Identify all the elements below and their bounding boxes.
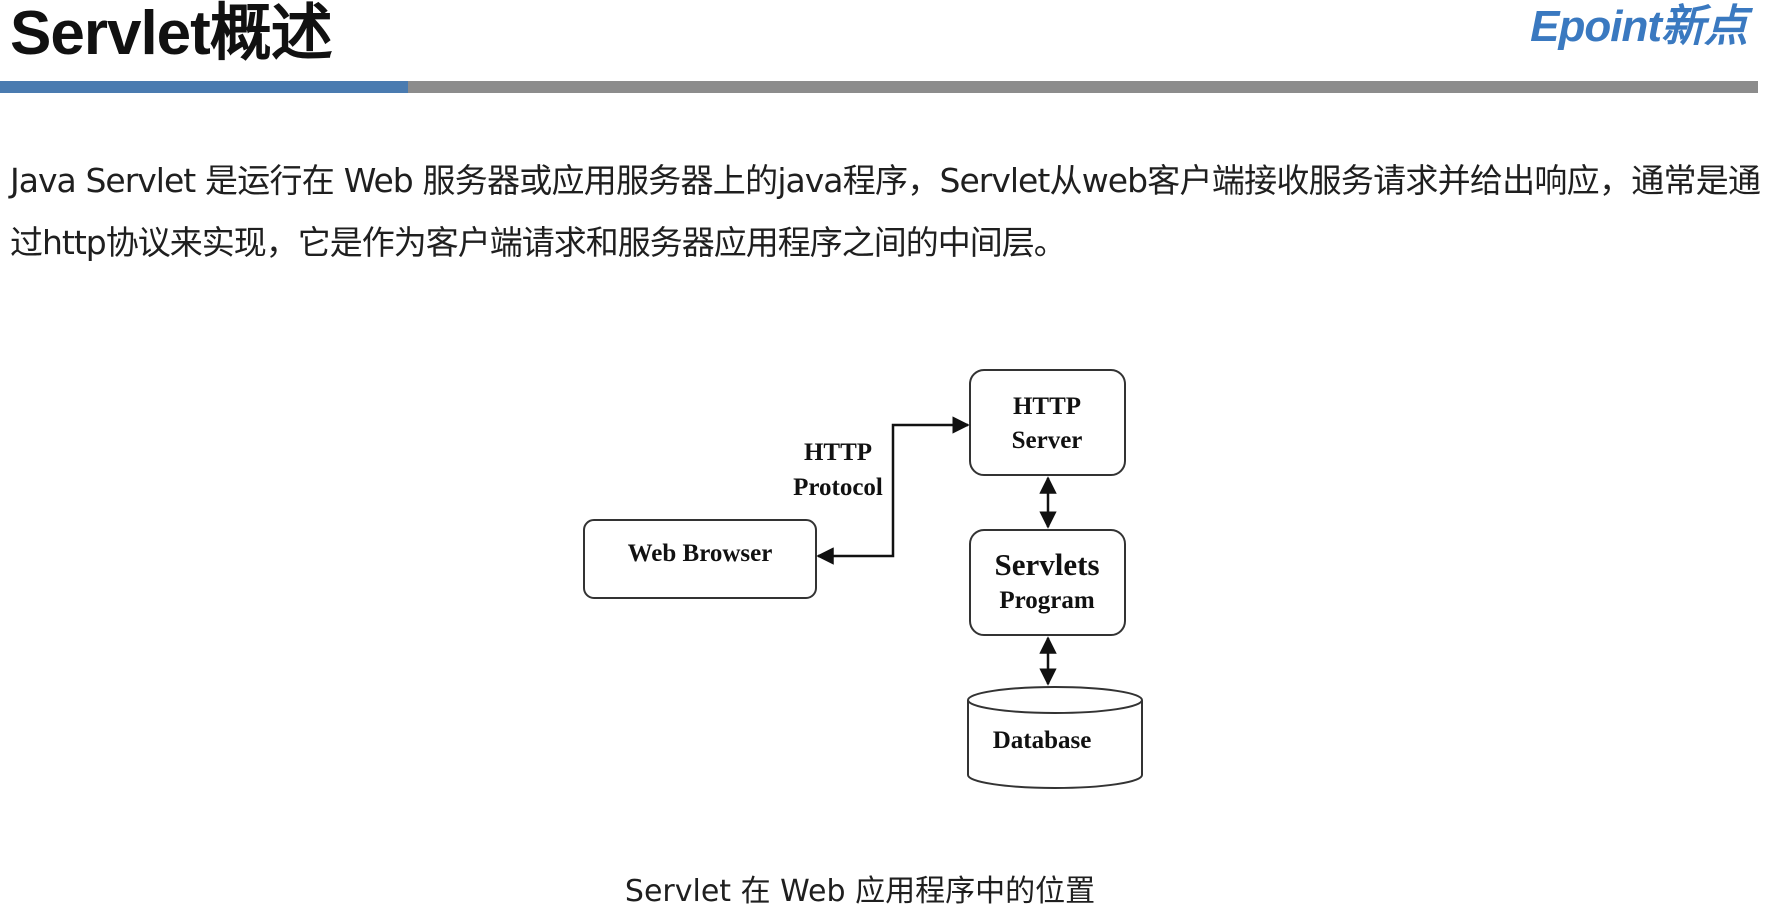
database-cylinder-body (967, 700, 1143, 789)
header-rule-accent (0, 81, 408, 93)
http-server-node: HTTP Server (969, 369, 1126, 476)
database-label: Database (993, 727, 1092, 754)
web-browser-node: Web Browser (583, 519, 817, 599)
epoint-logo: Epoint新点 (1530, 2, 1748, 51)
servlets-label-line1: Servlets (994, 547, 1099, 582)
database-cylinder-top (967, 686, 1143, 714)
servlets-program-node: Servlets Program (969, 529, 1126, 636)
web-browser-box (583, 519, 817, 599)
protocol-label-line2: Protocol (793, 474, 883, 501)
intro-paragraph: Java Servlet 是运行在 Web 服务器或应用服务器上的java程序，… (10, 161, 1761, 262)
http-server-label-line1: HTTP (1013, 393, 1081, 420)
servlets-label-line2: Program (999, 587, 1095, 614)
header-rule (0, 81, 1758, 93)
diagram-caption: Servlet 在 Web 应用程序中的位置 (624, 874, 1096, 909)
page-title: Servlet概述 (10, 0, 333, 68)
protocol-label-line1: HTTP (804, 439, 872, 466)
servlets-program-box (969, 529, 1126, 636)
http-server-label-line2: Server (1012, 427, 1083, 454)
http-protocol-connector (816, 416, 970, 565)
web-browser-label: Web Browser (628, 540, 773, 567)
database-node: Database (967, 686, 1143, 789)
http-server-box (969, 369, 1126, 476)
